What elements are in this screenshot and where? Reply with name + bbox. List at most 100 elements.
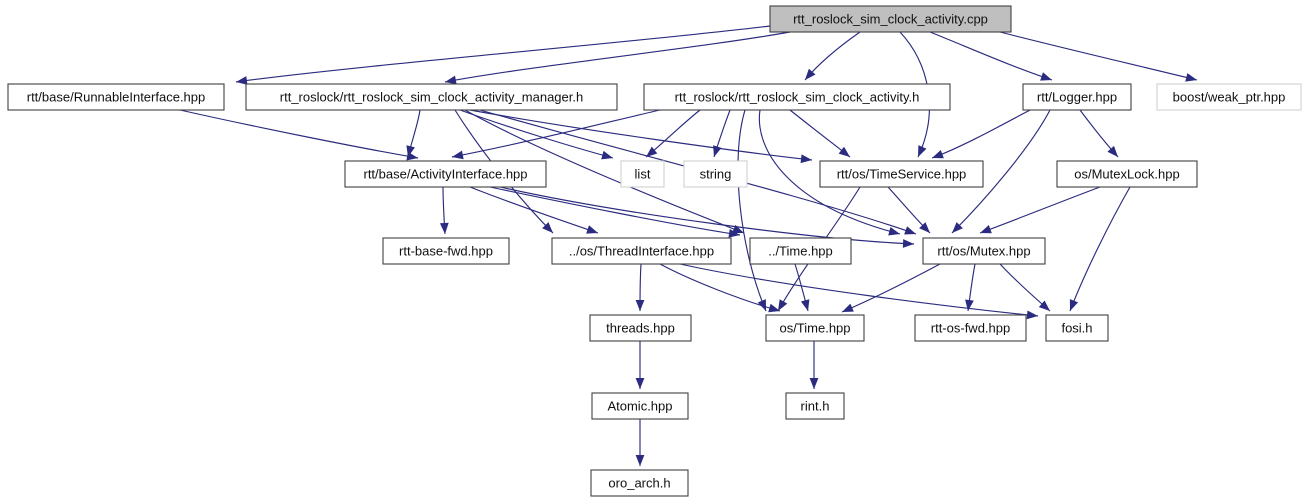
arrowhead-n3-to-n8 xyxy=(713,145,722,157)
arrowhead-n14-to-n18 xyxy=(1038,300,1050,311)
arrowhead-n9-to-n16 xyxy=(778,299,788,311)
arrowhead-n13-to-n16 xyxy=(800,299,810,311)
arrowhead-n12-to-n15 xyxy=(635,299,645,311)
node-box[interactable] xyxy=(922,237,1046,265)
arrowhead-n12-to-n16 xyxy=(768,303,780,313)
node-box[interactable] xyxy=(683,160,748,188)
arrowhead-n2-to-n7 xyxy=(601,150,613,160)
graph-node-n5[interactable]: boost/weak_ptr.hpp xyxy=(1156,83,1302,111)
graph-node-n6[interactable]: rtt/base/ActivityInterface.hpp xyxy=(344,160,547,188)
arrowhead-n0-to-n1 xyxy=(236,76,248,85)
arrowhead-n2-to-n6 xyxy=(406,145,415,157)
arrowhead-n14-to-n16 xyxy=(842,303,854,312)
node-box[interactable] xyxy=(749,237,852,265)
edge-n0-to-n2 xyxy=(444,31,791,83)
arrowhead-n6-to-n12 xyxy=(586,225,598,234)
node-box[interactable] xyxy=(785,392,845,420)
node-layer: rtt_roslock_sim_clock_activity.cpp rtt/ba… xyxy=(7,5,1302,497)
node-box[interactable] xyxy=(643,83,951,111)
node-box[interactable] xyxy=(589,314,692,342)
graph-node-n1[interactable]: rtt/base/RunnableInterface.hpp xyxy=(7,83,225,111)
arrowhead-n9-to-n14 xyxy=(919,222,930,233)
arrowhead-n3-to-n6 xyxy=(452,150,464,160)
edge-n12-to-n16 xyxy=(659,263,781,312)
arrowhead-n2-to-n12 xyxy=(542,222,553,233)
graph-node-n4[interactable]: rtt/Logger.hpp xyxy=(1022,83,1132,111)
graph-node-n14[interactable]: rtt/os/Mutex.hpp xyxy=(922,237,1046,265)
graph-node-n12[interactable]: ../os/ThreadInterface.hpp xyxy=(551,237,732,265)
arrowhead-n0-to-n5 xyxy=(1185,73,1197,82)
edge-n12-to-n18 xyxy=(679,263,1039,317)
arrowhead-n4-to-n10 xyxy=(1107,145,1118,157)
graph-node-n16[interactable]: os/Time.hpp xyxy=(765,314,865,342)
graph-node-n8[interactable]: string xyxy=(683,160,748,188)
node-box[interactable] xyxy=(1056,160,1198,188)
node-box[interactable] xyxy=(765,314,865,342)
node-box[interactable] xyxy=(591,392,689,420)
arrowhead-n14-to-n17 xyxy=(965,299,974,311)
arrowhead-n4-to-n9 xyxy=(932,150,944,159)
arrowhead-n0-to-n3 xyxy=(805,68,816,80)
node-box[interactable] xyxy=(914,314,1027,342)
node-box[interactable] xyxy=(7,83,225,111)
arrowhead-n0-to-n9 xyxy=(918,145,927,157)
graph-node-n0[interactable]: rtt_roslock_sim_clock_activity.cpp xyxy=(769,5,1012,33)
graph-node-n18[interactable]: fosi.h xyxy=(1045,314,1109,342)
arrowhead-n6-to-n14 xyxy=(902,239,914,248)
graph-node-n10[interactable]: os/MutexLock.hpp xyxy=(1056,160,1198,188)
graph-node-n2[interactable]: rtt_roslock/rtt_roslock_sim_clock_activi… xyxy=(245,83,618,111)
edge-n3-to-n9 xyxy=(789,109,851,158)
node-box[interactable] xyxy=(590,469,689,497)
node-box[interactable] xyxy=(1022,83,1132,111)
node-box[interactable] xyxy=(620,160,665,188)
node-box[interactable] xyxy=(819,160,984,188)
arrowhead-n3-to-n7 xyxy=(646,146,658,157)
node-box[interactable] xyxy=(551,237,732,265)
arrowhead-n19-to-n21 xyxy=(635,455,645,466)
graph-node-n13[interactable]: ../Time.hpp xyxy=(749,237,852,265)
graph-node-n11[interactable]: rtt-base-fwd.hpp xyxy=(382,237,510,265)
edge-n0-to-n4 xyxy=(929,31,1053,81)
edge-n1-to-n6 xyxy=(179,109,419,159)
edge-n3-to-n14 xyxy=(758,109,901,235)
edge-n2-to-n7 xyxy=(459,109,614,159)
arrowhead-n0-to-n2 xyxy=(445,75,457,85)
arrowhead-n16-to-n20 xyxy=(809,378,819,389)
node-box[interactable] xyxy=(382,237,510,265)
node-box[interactable] xyxy=(769,5,1012,33)
edge-n0-to-n5 xyxy=(999,31,1198,81)
edge-n6-to-n13 xyxy=(489,186,741,236)
edge-n4-to-n14 xyxy=(951,109,1051,234)
graph-node-n20[interactable]: rint.h xyxy=(785,392,845,420)
arrowhead-n12-to-n18 xyxy=(1026,310,1038,320)
graph-node-n9[interactable]: rtt/os/TimeService.hpp xyxy=(819,160,984,188)
arrowhead-n2-to-n9 xyxy=(800,154,812,164)
graph-node-n17[interactable]: rtt-os-fwd.hpp xyxy=(914,314,1027,342)
edge-n14-to-n16 xyxy=(841,263,941,313)
node-box[interactable] xyxy=(344,160,547,188)
arrowhead-n15-to-n19 xyxy=(635,378,645,389)
arrowhead-n6-to-n13 xyxy=(728,228,740,238)
graph-node-n15[interactable]: threads.hpp xyxy=(589,314,692,342)
arrowhead-n4-to-n14 xyxy=(952,222,963,233)
edge-n10-to-n18 xyxy=(1069,186,1131,312)
arrowhead-n0-to-n4 xyxy=(1040,72,1052,81)
edge-n4-to-n9 xyxy=(931,109,1031,159)
graph-node-n3[interactable]: rtt_roslock/rtt_roslock_sim_clock_activi… xyxy=(643,83,951,111)
graph-node-n7[interactable]: list xyxy=(620,160,665,188)
arrowhead-n2-to-n14 xyxy=(904,226,916,235)
node-box[interactable] xyxy=(245,83,618,111)
arrowhead-n3-to-n9 xyxy=(838,146,850,157)
edge-n0-to-n1 xyxy=(235,25,771,83)
node-box[interactable] xyxy=(1156,83,1302,111)
edge-n2-to-n9 xyxy=(469,109,813,161)
arrowhead-n10-to-n18 xyxy=(1069,299,1079,311)
node-box[interactable] xyxy=(1045,314,1109,342)
arrowhead-n6-to-n11 xyxy=(439,222,449,234)
edge-n6-to-n14 xyxy=(499,186,915,245)
graph-node-n19[interactable]: Atomic.hpp xyxy=(591,392,689,420)
graph-node-n21[interactable]: oro_arch.h xyxy=(590,469,689,497)
edge-n3-to-n16 xyxy=(737,109,767,312)
